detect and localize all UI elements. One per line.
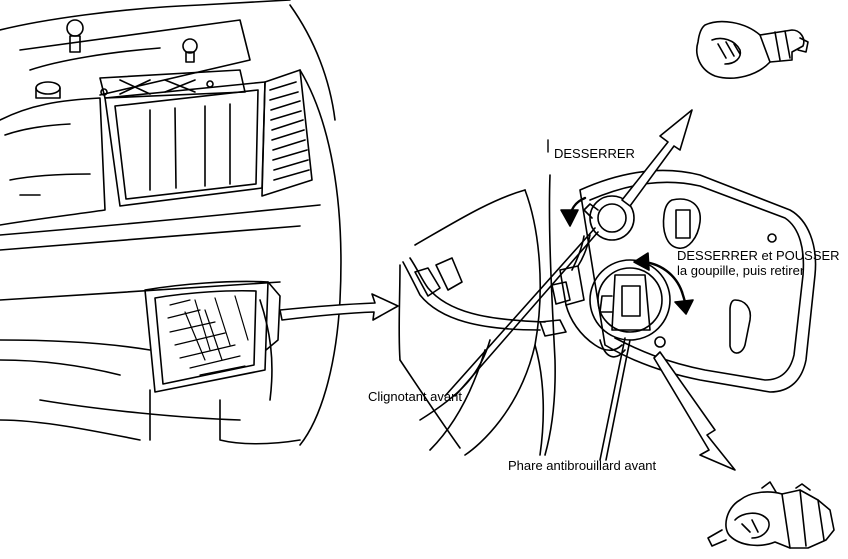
detail-view xyxy=(398,109,817,471)
label-loosen-push-line2: la goupille, puis retirer xyxy=(677,263,805,278)
label-loosen-push-line1: DESSERRER et POUSSER xyxy=(677,248,840,263)
label-front-fog-light: Phare antibrouillard avant xyxy=(508,458,657,473)
removal-arrow-fog xyxy=(653,351,736,471)
fog-light-bulb xyxy=(707,481,835,549)
vehicle-front-corner xyxy=(0,0,342,446)
removal-arrow-turn-signal xyxy=(621,109,693,207)
turn-signal-socket xyxy=(589,195,635,241)
fog-lamp-bezel xyxy=(144,280,269,393)
label-front-turn-signal: Clignotant avant xyxy=(368,389,462,404)
turn-signal-bulb xyxy=(696,20,809,79)
headlamp xyxy=(104,81,266,207)
label-loosen: DESSERRER xyxy=(554,146,635,161)
labels: DESSERRER DESSERRER et POUSSER la goupil… xyxy=(368,146,840,473)
callout-arrow xyxy=(279,293,399,321)
corner-lamp xyxy=(261,69,313,197)
